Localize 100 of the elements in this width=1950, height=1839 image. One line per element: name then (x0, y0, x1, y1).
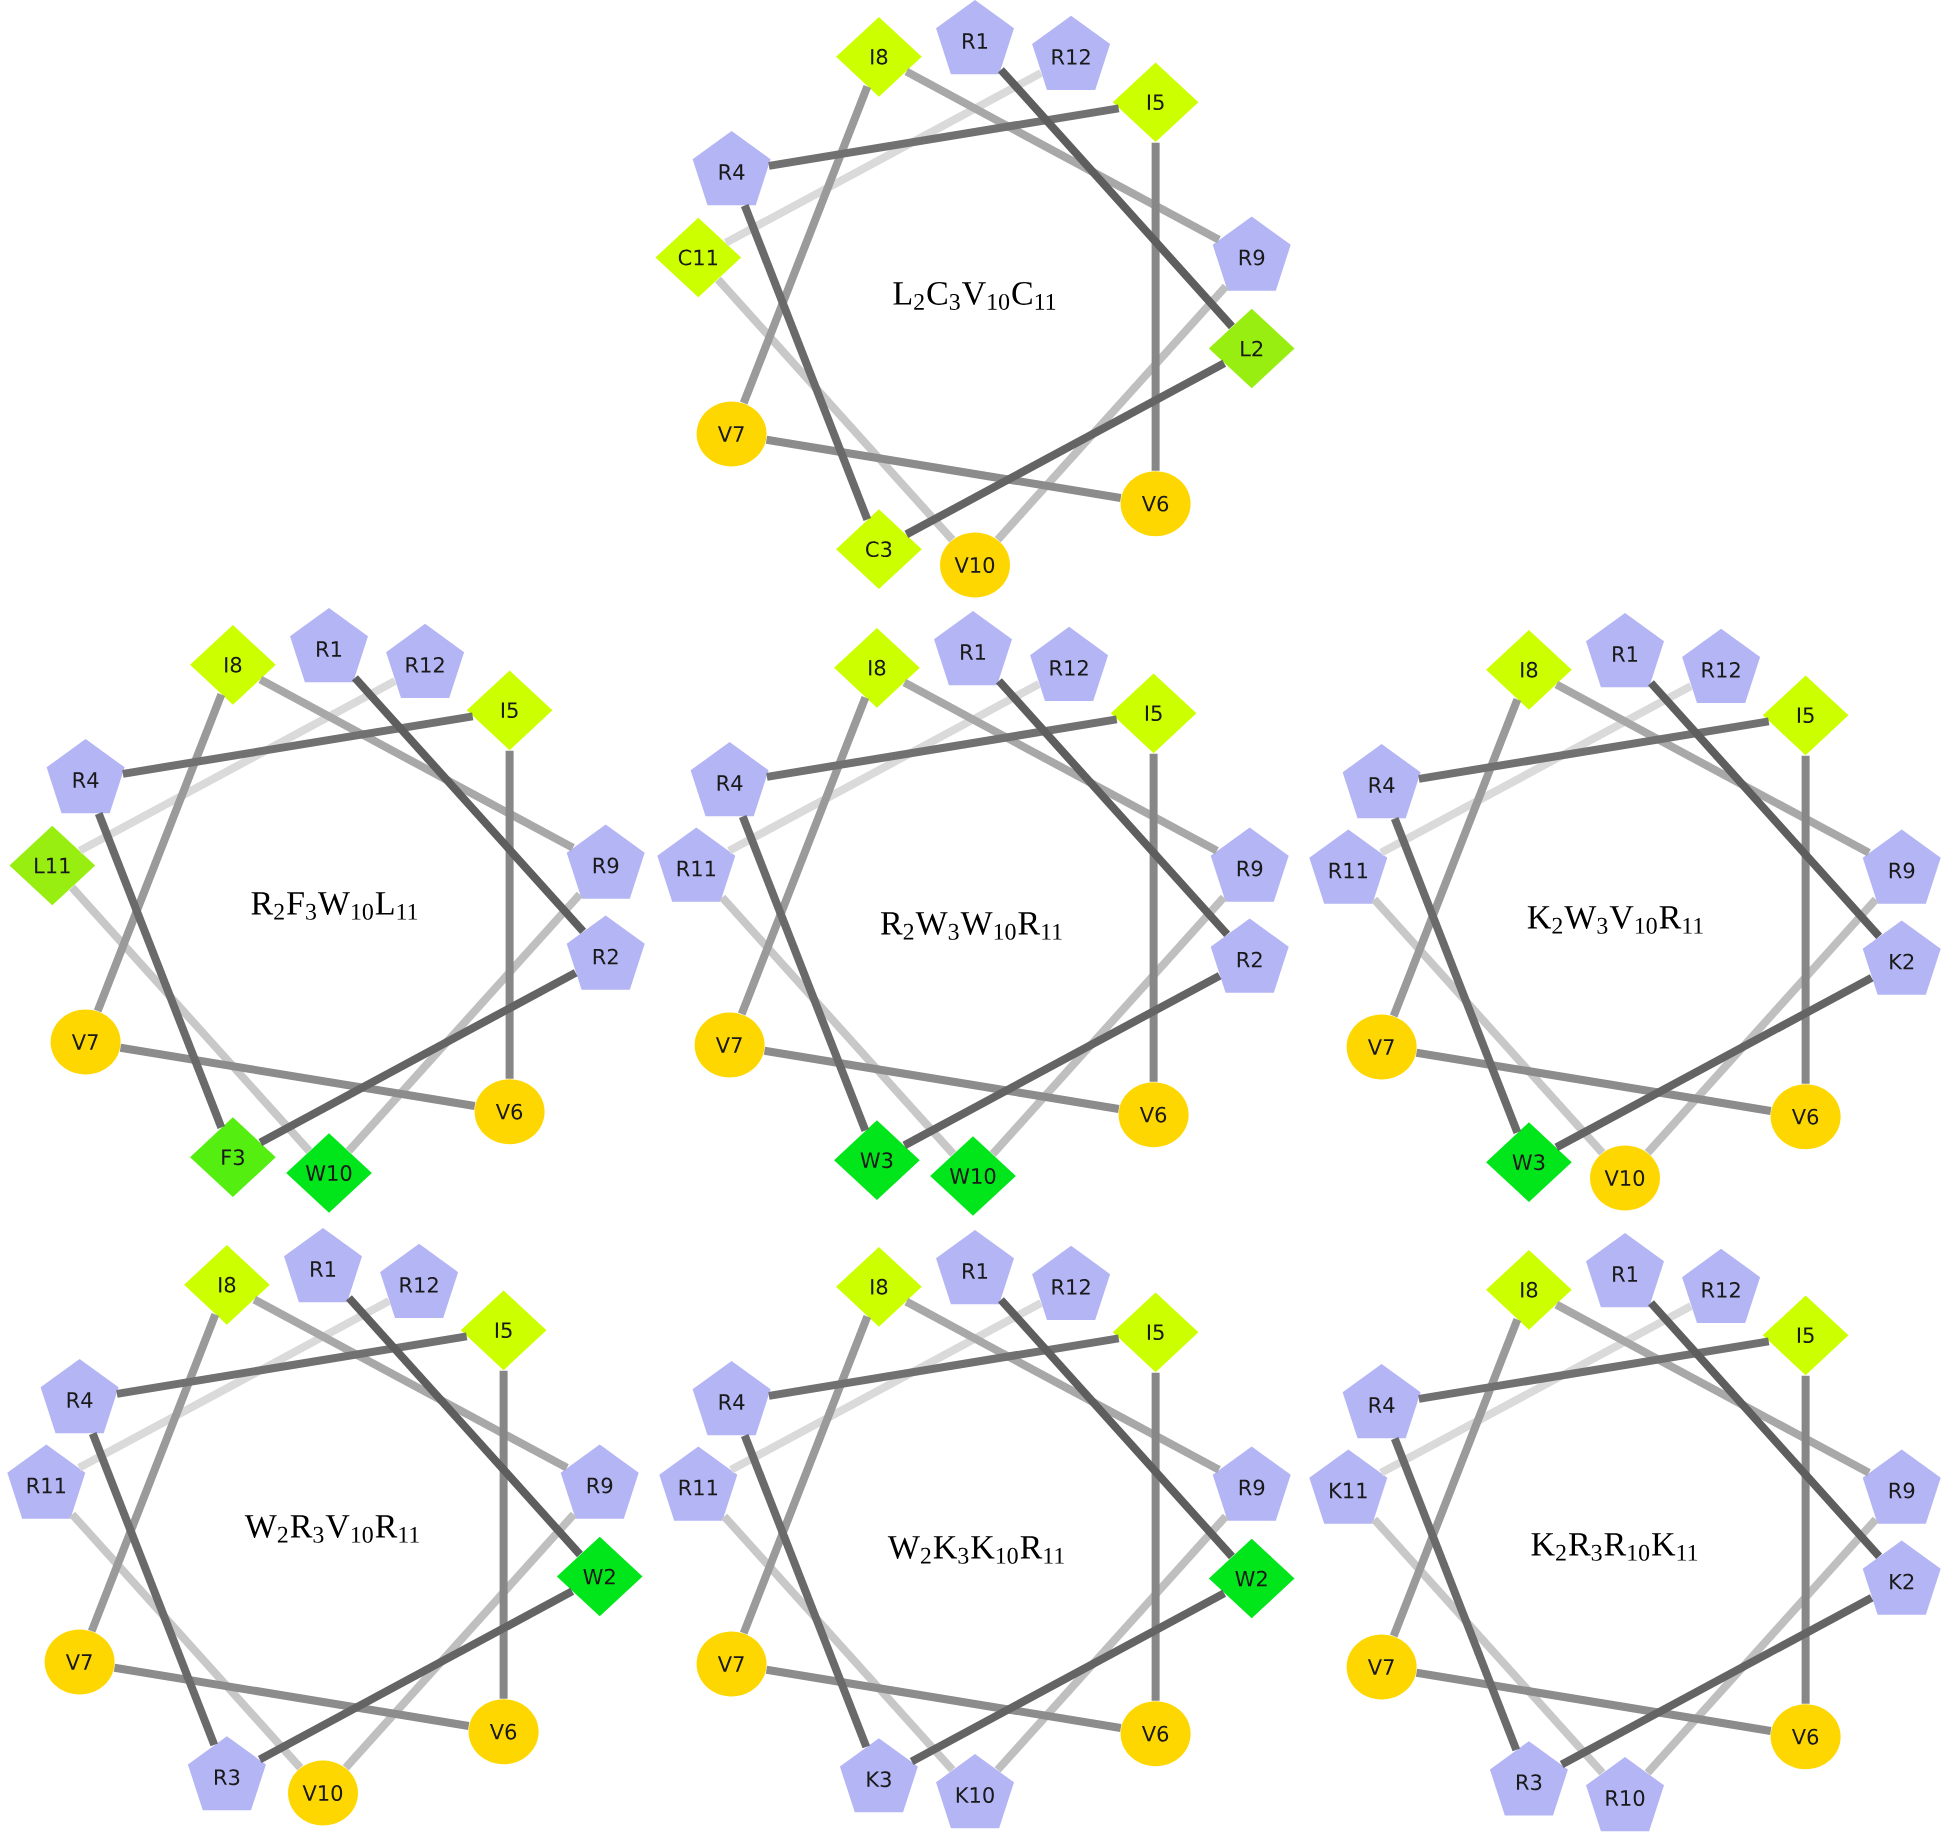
helix-connector (77, 1297, 391, 1472)
helix-connector (902, 679, 1219, 855)
helix-connector (739, 815, 870, 1133)
residue-pentagon: R9 (1862, 1449, 1941, 1524)
residue-pentagon: R4 (692, 1361, 771, 1436)
helix-connector (719, 894, 957, 1157)
residue-pentagon: R2 (1210, 918, 1289, 993)
helix-connector (765, 1665, 1122, 1732)
helix-connector (994, 283, 1229, 543)
residue-pentagon: R9 (1862, 829, 1941, 904)
residue-pentagon: K2 (1862, 920, 1941, 995)
helix-connector (252, 1296, 569, 1472)
helix-connector (1415, 1668, 1772, 1735)
residue-pentagon: R4 (40, 1359, 119, 1434)
helix-connector (342, 1511, 577, 1771)
helix-connector (119, 1043, 476, 1110)
helix-connector (904, 359, 1227, 538)
helix-connector (737, 695, 870, 1016)
helix-connector (904, 1298, 1221, 1474)
residue-pentagon: R1 (1586, 1233, 1664, 1308)
helix-connector (87, 1313, 220, 1633)
residue-pentagon: R1 (290, 608, 368, 683)
residue-pentagon: R4 (690, 742, 769, 817)
helix-connector (727, 680, 1041, 855)
helix-connector (1379, 682, 1693, 857)
residue-pentagon: R3 (187, 1736, 266, 1811)
helix-connector (113, 1663, 470, 1730)
peptide-name: W$_{2}$R$_{3}$V$_{10}$R$_{11}$ (244, 1515, 419, 1543)
residue-pentagon: R11 (659, 1446, 738, 1521)
helix-connector (89, 1432, 218, 1747)
residue-pentagon: R11 (657, 827, 736, 902)
helix-connector (95, 812, 226, 1130)
helix-connector (989, 894, 1227, 1157)
residue-pentagon: R4 (1342, 1364, 1421, 1439)
helix-connector (258, 676, 575, 852)
helix-connector (765, 435, 1122, 502)
residue-pentagon: R12 (1682, 628, 1761, 703)
helix-connector (721, 1513, 956, 1773)
helix-connector (69, 1511, 304, 1771)
helix-connector (1389, 697, 1522, 1018)
helix-connector (723, 69, 1043, 247)
peptide-name: R$_{2}$F$_{3}$W$_{10}$L$_{11}$ (251, 892, 418, 920)
helix-connector (351, 675, 587, 935)
helix-connector (1415, 1048, 1772, 1115)
helix-connector (1559, 1594, 1874, 1769)
residue-pentagon: R11 (7, 1444, 86, 1519)
residue-pentagon: R12 (1030, 626, 1109, 701)
helix-connector (258, 969, 578, 1146)
helix-connector (93, 692, 226, 1013)
helix-connector (77, 677, 397, 855)
peptide-name: K$_{2}$W$_{3}$V$_{10}$R$_{11}$ (1527, 906, 1703, 934)
helix-connector (1371, 1516, 1606, 1776)
helix-connector (1554, 974, 1874, 1151)
helix-connector (904, 68, 1221, 244)
helix-connector (994, 1513, 1229, 1773)
helix-connector (1379, 1302, 1693, 1477)
residue-pentagon: K10 (936, 1754, 1014, 1829)
helix-connector (715, 276, 956, 543)
helix-connector (1554, 1301, 1871, 1477)
residue-pentagon: R9 (560, 1444, 639, 1519)
helix-connector (345, 891, 583, 1154)
helix-connector (739, 1315, 872, 1635)
helix-connector (1644, 1516, 1879, 1776)
residue-pentagon: R4 (692, 131, 771, 206)
helix-connector (741, 1434, 870, 1749)
helix-connector (909, 1589, 1227, 1766)
helix-connector (1391, 1437, 1520, 1752)
helix-connector (345, 1295, 583, 1558)
residue-pentagon: R1 (936, 1230, 1014, 1305)
helix-connector (997, 1297, 1235, 1560)
residue-pentagon: R4 (1342, 744, 1421, 819)
helix-connector (1647, 1300, 1883, 1560)
residue-pentagon: K11 (1309, 1449, 1388, 1524)
residue-pentagon: R1 (1586, 613, 1664, 688)
helix-connector (997, 67, 1235, 330)
helix-connector (741, 204, 872, 521)
helix-connector (1391, 817, 1522, 1135)
peptide-name: L$_{2}$C$_{3}$V$_{10}$C$_{11}$ (893, 282, 1056, 310)
helix-connector (69, 884, 313, 1154)
residue-pentagon: R10 (1586, 1757, 1664, 1832)
residue-pentagon: R11 (1309, 829, 1388, 904)
helix-connector (1371, 896, 1606, 1156)
helix-connector (902, 972, 1222, 1149)
helix-connector (995, 678, 1231, 938)
residue-pentagon: K2 (1862, 1540, 1941, 1615)
residue-pentagon: R9 (1212, 1446, 1291, 1521)
peptide-name: R$_{2}$W$_{3}$W$_{10}$R$_{11}$ (880, 912, 1062, 940)
helix-connector (729, 1299, 1043, 1474)
residue-pentagon: K3 (839, 1738, 918, 1813)
residue-pentagon: R1 (936, 0, 1014, 75)
residue-pentagon: R9 (566, 824, 645, 899)
residue-pentagon: R12 (1032, 15, 1111, 90)
residue-pentagon: R1 (284, 1228, 362, 1303)
residue-pentagon: R2 (566, 915, 645, 990)
helix-connector (739, 84, 872, 405)
helix-connector (1644, 896, 1879, 1156)
residue-pentagon: R9 (1210, 827, 1289, 902)
peptide-name: K$_{2}$R$_{3}$R$_{10}$K$_{11}$ (1531, 1533, 1698, 1561)
residue-pentagon: R12 (380, 1243, 459, 1318)
residue-pentagon: R12 (1032, 1245, 1111, 1320)
